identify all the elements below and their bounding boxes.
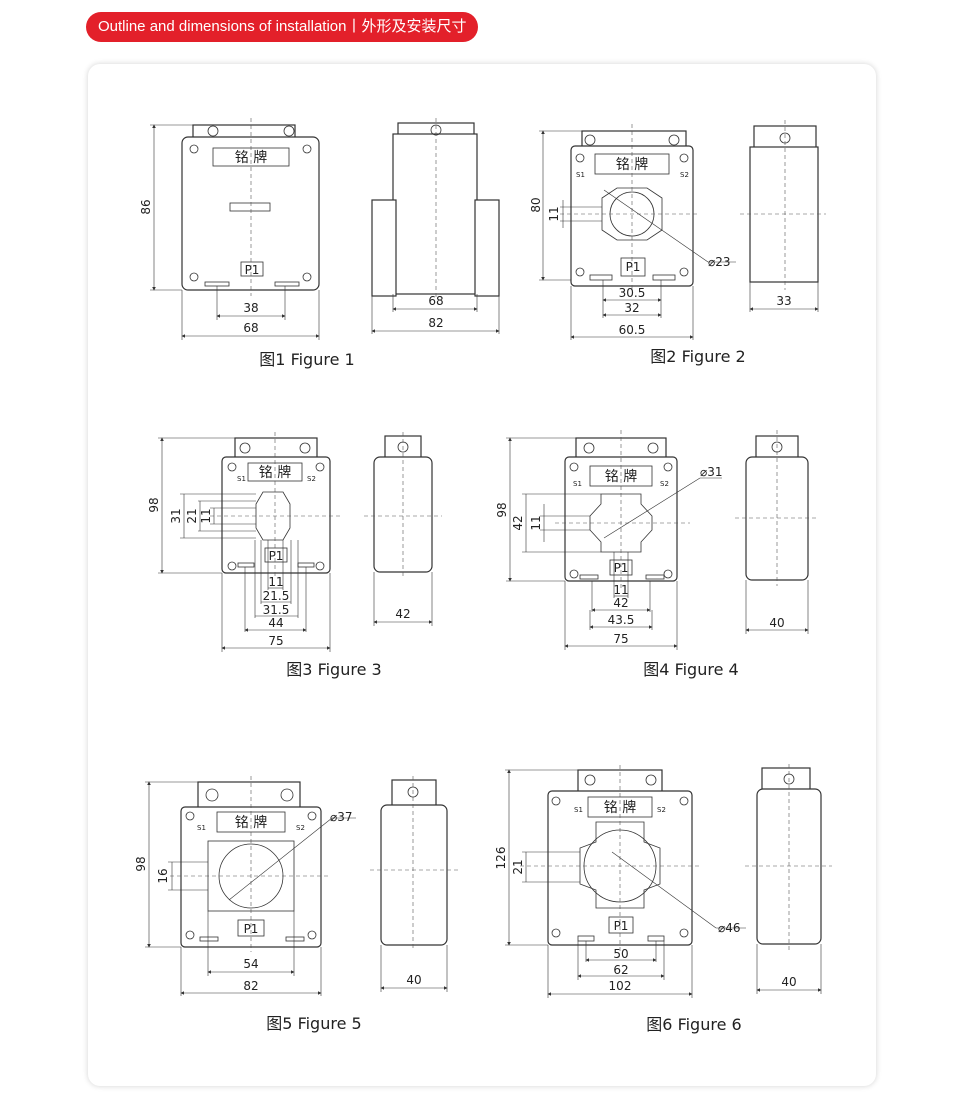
fig2-dim-width: 60.5 bbox=[619, 323, 646, 337]
fig5-dim-dia: ⌀37 bbox=[330, 810, 353, 824]
fig2-caption: 图2 Figure 2 bbox=[650, 347, 745, 366]
fig2-dim-side: 33 bbox=[776, 294, 791, 308]
fig3-dim-h1: 31 bbox=[169, 508, 183, 523]
fig3-caption: 图3 Figure 3 bbox=[286, 660, 381, 679]
fig2-dim-height: 80 bbox=[529, 197, 543, 212]
figure-2: 铭 牌 S1 S2 P1 80 11 ⌀23 30.5 32 60.5 bbox=[529, 120, 826, 366]
fig5-dim-side: 40 bbox=[406, 973, 421, 987]
fig1-dim-inner: 38 bbox=[243, 301, 258, 315]
fig6-dim-width: 102 bbox=[609, 979, 632, 993]
fig1-caption: 图1 Figure 1 bbox=[259, 350, 354, 369]
fig4-dim-h1: 42 bbox=[511, 515, 525, 530]
fig2-dim-b: 32 bbox=[624, 301, 639, 315]
figure-4: 铭 牌 S1 S2 P1 98 42 11 ⌀31 11 42 43.5 75 bbox=[495, 430, 818, 679]
fig3-s2: S2 bbox=[307, 475, 316, 483]
fig3-dim-h3: 11 bbox=[199, 508, 213, 523]
fig4-s1: S1 bbox=[573, 480, 582, 488]
fig1-p1: P1 bbox=[245, 263, 260, 277]
fig4-dim-b: 42 bbox=[613, 596, 628, 610]
fig5-nameplate: 铭 牌 bbox=[235, 814, 267, 831]
fig6-dim-b: 62 bbox=[613, 963, 628, 977]
fig5-dim-height: 98 bbox=[134, 856, 148, 871]
figure-6: 铭 牌 S1 S2 P1 126 21 ⌀46 50 62 102 bbox=[494, 764, 832, 1034]
fig4-p1: P1 bbox=[614, 561, 629, 575]
fig3-dim-d: 44 bbox=[268, 616, 283, 630]
fig6-s2: S2 bbox=[657, 806, 666, 814]
fig2-dim-a: 30.5 bbox=[619, 286, 646, 300]
fig4-dim-side: 40 bbox=[769, 616, 784, 630]
fig2-s1: S1 bbox=[576, 171, 585, 179]
fig6-s1: S1 bbox=[574, 806, 583, 814]
fig3-dim-a: 11 bbox=[268, 575, 283, 589]
fig4-dim-a: 11 bbox=[613, 583, 628, 597]
fig3-dim-width: 75 bbox=[268, 634, 283, 648]
figure-1: 铭 牌 P1 86 38 68 68 82 图1 Figure 1 bbox=[139, 118, 500, 369]
fig6-p1: P1 bbox=[614, 919, 629, 933]
fig2-dim-gap: 11 bbox=[547, 206, 561, 221]
fig3-dim-c: 31.5 bbox=[263, 603, 290, 617]
fig6-dim-side: 40 bbox=[781, 975, 796, 989]
fig4-dim-c: 43.5 bbox=[608, 613, 635, 627]
fig4-dim-height: 98 bbox=[495, 502, 509, 517]
figure-3: 铭 牌 S1 S2 P1 98 31 21 11 11 21.5 31.5 44 bbox=[147, 432, 442, 679]
fig5-p1: P1 bbox=[244, 922, 259, 936]
fig5-dim-a: 54 bbox=[243, 957, 258, 971]
fig1-dim-height: 86 bbox=[139, 199, 153, 214]
header-title: Outline and dimensions of installation丨外… bbox=[86, 12, 479, 42]
fig4-nameplate: 铭 牌 bbox=[605, 468, 637, 485]
fig5-caption: 图5 Figure 5 bbox=[266, 1014, 361, 1033]
fig3-s1: S1 bbox=[237, 475, 246, 483]
fig1-dim-side-inner: 68 bbox=[428, 294, 443, 308]
fig3-dim-b: 21.5 bbox=[263, 589, 290, 603]
fig6-dim-a: 50 bbox=[613, 947, 628, 961]
fig1-nameplate: 铭 牌 bbox=[235, 149, 267, 166]
fig2-dim-dia: ⌀23 bbox=[708, 255, 731, 269]
fig2-s2: S2 bbox=[680, 171, 689, 179]
fig3-dim-height: 98 bbox=[147, 497, 161, 512]
fig3-p1: P1 bbox=[269, 549, 284, 563]
fig5-s2: S2 bbox=[296, 824, 305, 832]
fig3-dim-side: 42 bbox=[395, 607, 410, 621]
fig3-dim-h2: 21 bbox=[185, 508, 199, 523]
fig1-front-body bbox=[181, 136, 320, 291]
figure-5: 铭 牌 S1 S2 P1 98 16 ⌀37 54 82 40 图5 Figur bbox=[134, 776, 458, 1033]
fig5-dim-h1: 16 bbox=[156, 868, 170, 883]
fig6-caption: 图6 Figure 6 bbox=[646, 1015, 741, 1034]
fig6-dim-dia: ⌀46 bbox=[718, 921, 741, 935]
fig4-s2: S2 bbox=[660, 480, 669, 488]
fig4-caption: 图4 Figure 4 bbox=[643, 660, 738, 679]
fig4-dim-h2: 11 bbox=[529, 515, 543, 530]
fig4-dim-dia: ⌀31 bbox=[700, 465, 723, 479]
fig1-dim-width: 68 bbox=[243, 321, 258, 335]
fig6-dim-h1: 21 bbox=[511, 859, 525, 874]
fig2-p1: P1 bbox=[626, 260, 641, 274]
fig5-dim-width: 82 bbox=[243, 979, 258, 993]
fig5-s1: S1 bbox=[197, 824, 206, 832]
fig2-nameplate: 铭 牌 bbox=[616, 156, 648, 173]
fig4-dim-width: 75 bbox=[613, 632, 628, 646]
fig1-dim-side-outer: 82 bbox=[428, 316, 443, 330]
fig3-nameplate: 铭 牌 bbox=[259, 464, 291, 481]
fig6-dim-height: 126 bbox=[494, 847, 508, 870]
